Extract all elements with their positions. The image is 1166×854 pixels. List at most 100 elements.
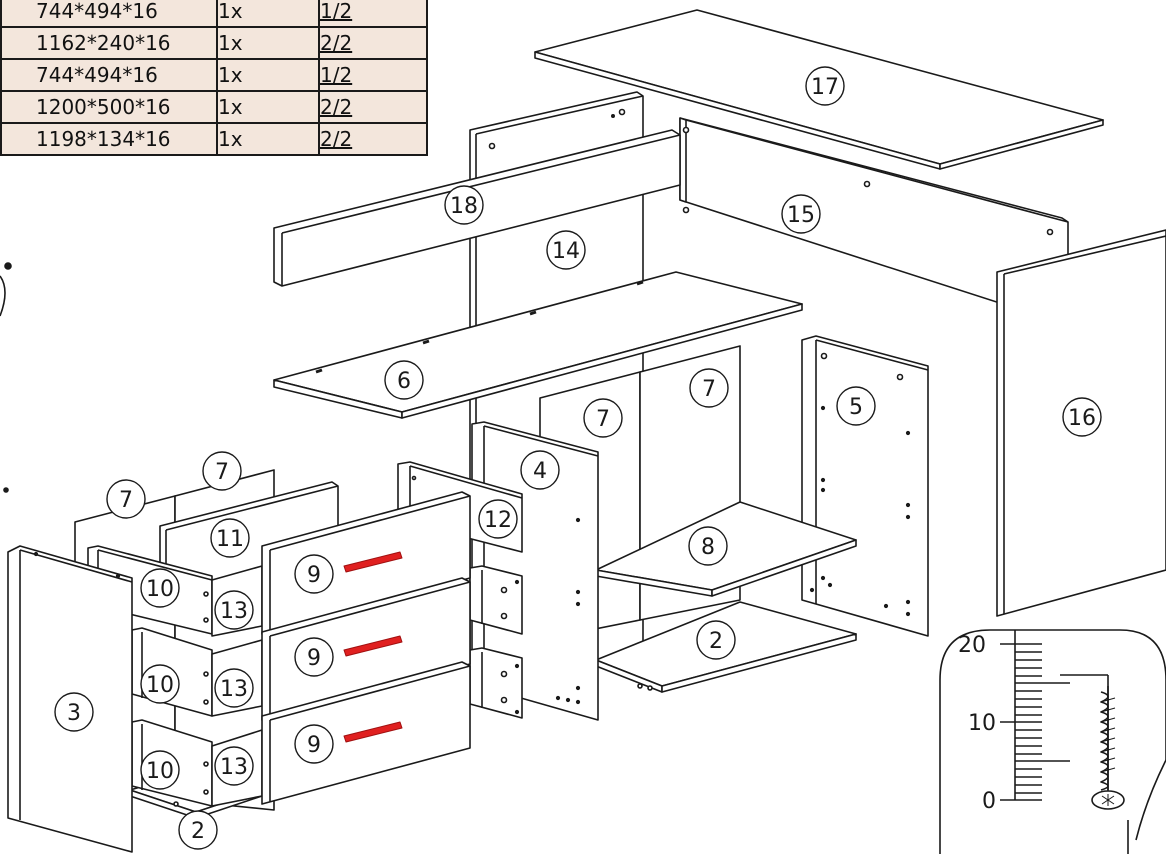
callout-circle [478,499,518,539]
callout-label: 14 [552,239,580,264]
part-callout-16: 16 [1062,397,1102,437]
callout-circle [781,194,821,234]
callout-circle [805,66,845,106]
callout-label: 5 [849,395,863,420]
callout-circle [520,450,560,490]
part-callout-13: 13 [214,746,254,786]
part-callout-10: 10 [140,568,180,608]
table-row: 1200*500*16 1x 2/2 [0,90,428,124]
part-sheet: 2/2 [318,122,428,156]
part-callout-2: 2 [178,810,218,850]
table-row: 744*494*16 1x 1/2 [0,0,428,28]
callout-label: 9 [307,646,321,671]
callout-label: 13 [220,599,248,624]
part-qty: 1x [216,0,320,28]
part-callout-13: 13 [214,590,254,630]
callout-circle [140,664,180,704]
callout-label: 6 [397,369,411,394]
callout-label: 7 [119,488,133,513]
table-row: 744*494*16 1x 1/2 [0,58,428,92]
callout-label: 10 [146,673,174,698]
part-sheet: 2/2 [318,26,428,60]
part-callout-7: 7 [583,398,623,438]
part-callout-9: 9 [294,637,334,677]
ruler-tick-label: 0 [982,789,996,814]
part-callout-10: 10 [140,664,180,704]
callout-circle [140,750,180,790]
callout-circle [689,368,729,408]
screw-icon [1091,686,1125,810]
part-callout-5: 5 [836,386,876,426]
callout-label: 10 [146,577,174,602]
callout-circle [214,590,254,630]
part-callout-15: 15 [781,194,821,234]
callout-circle [696,620,736,660]
panel-12 [469,565,523,635]
callout-label: 17 [811,75,839,100]
callout-circle [294,724,334,764]
callout-label: 8 [701,535,715,560]
callout-circle [688,526,728,566]
callout-label: 12 [484,508,512,533]
edge-dot [3,487,9,493]
callout-circle [546,230,586,270]
part-callout-2: 2 [696,620,736,660]
callout-circle [178,810,218,850]
callout-label: 7 [596,407,610,432]
panel-12 [469,647,523,719]
part-callout-17: 17 [805,66,845,106]
callout-circle [214,746,254,786]
edge-dot [4,262,12,270]
part-qty: 1x [216,26,320,60]
callout-label: 11 [216,527,244,552]
part-qty: 1x [216,122,320,156]
ruler-tick-label: 20 [958,633,986,658]
part-callout-6: 6 [384,360,424,400]
callout-circle [1062,397,1102,437]
part-size: 744*494*16 [0,58,218,92]
callout-circle [54,692,94,732]
callout-label: 7 [702,377,716,402]
callout-label: 4 [533,459,547,484]
part-callout-18: 18 [444,185,484,225]
callout-circle [210,518,250,558]
callout-label: 10 [146,759,174,784]
callout-label: 13 [220,755,248,780]
part-callout-13: 13 [214,668,254,708]
callout-label: 13 [220,677,248,702]
callout-label: 9 [307,733,321,758]
callout-circle [444,185,484,225]
part-callout-12: 12 [478,499,518,539]
callout-label: 2 [709,629,723,654]
part-sheet: 1/2 [318,58,428,92]
callout-label: 9 [307,563,321,588]
callout-circle [140,568,180,608]
part-callout-9: 9 [294,724,334,764]
part-callout-9: 9 [294,554,334,594]
part-callout-7: 7 [689,368,729,408]
part-size: 1162*240*16 [0,26,218,60]
callout-circle [836,386,876,426]
part-sheet: 1/2 [318,0,428,28]
callout-label: 18 [450,194,478,219]
table-row: 1198*134*16 1x 2/2 [0,122,428,156]
screw-ruler-inset [939,629,1166,854]
callout-circle [106,479,146,519]
part-callout-11: 11 [210,518,250,558]
part-qty: 1x [216,90,320,124]
part-size: 1198*134*16 [0,122,218,156]
callout-circle [214,668,254,708]
ruler-tick-label: 10 [968,711,996,736]
drawer-handle [343,635,403,657]
callout-label: 3 [67,701,81,726]
drawer-handle [343,721,403,743]
drawer-handle [343,551,403,573]
callout-label: 16 [1068,406,1096,431]
part-qty: 1x [216,58,320,92]
part-callout-3: 3 [54,692,94,732]
callout-circle [202,451,242,491]
panel-5 [801,335,929,637]
